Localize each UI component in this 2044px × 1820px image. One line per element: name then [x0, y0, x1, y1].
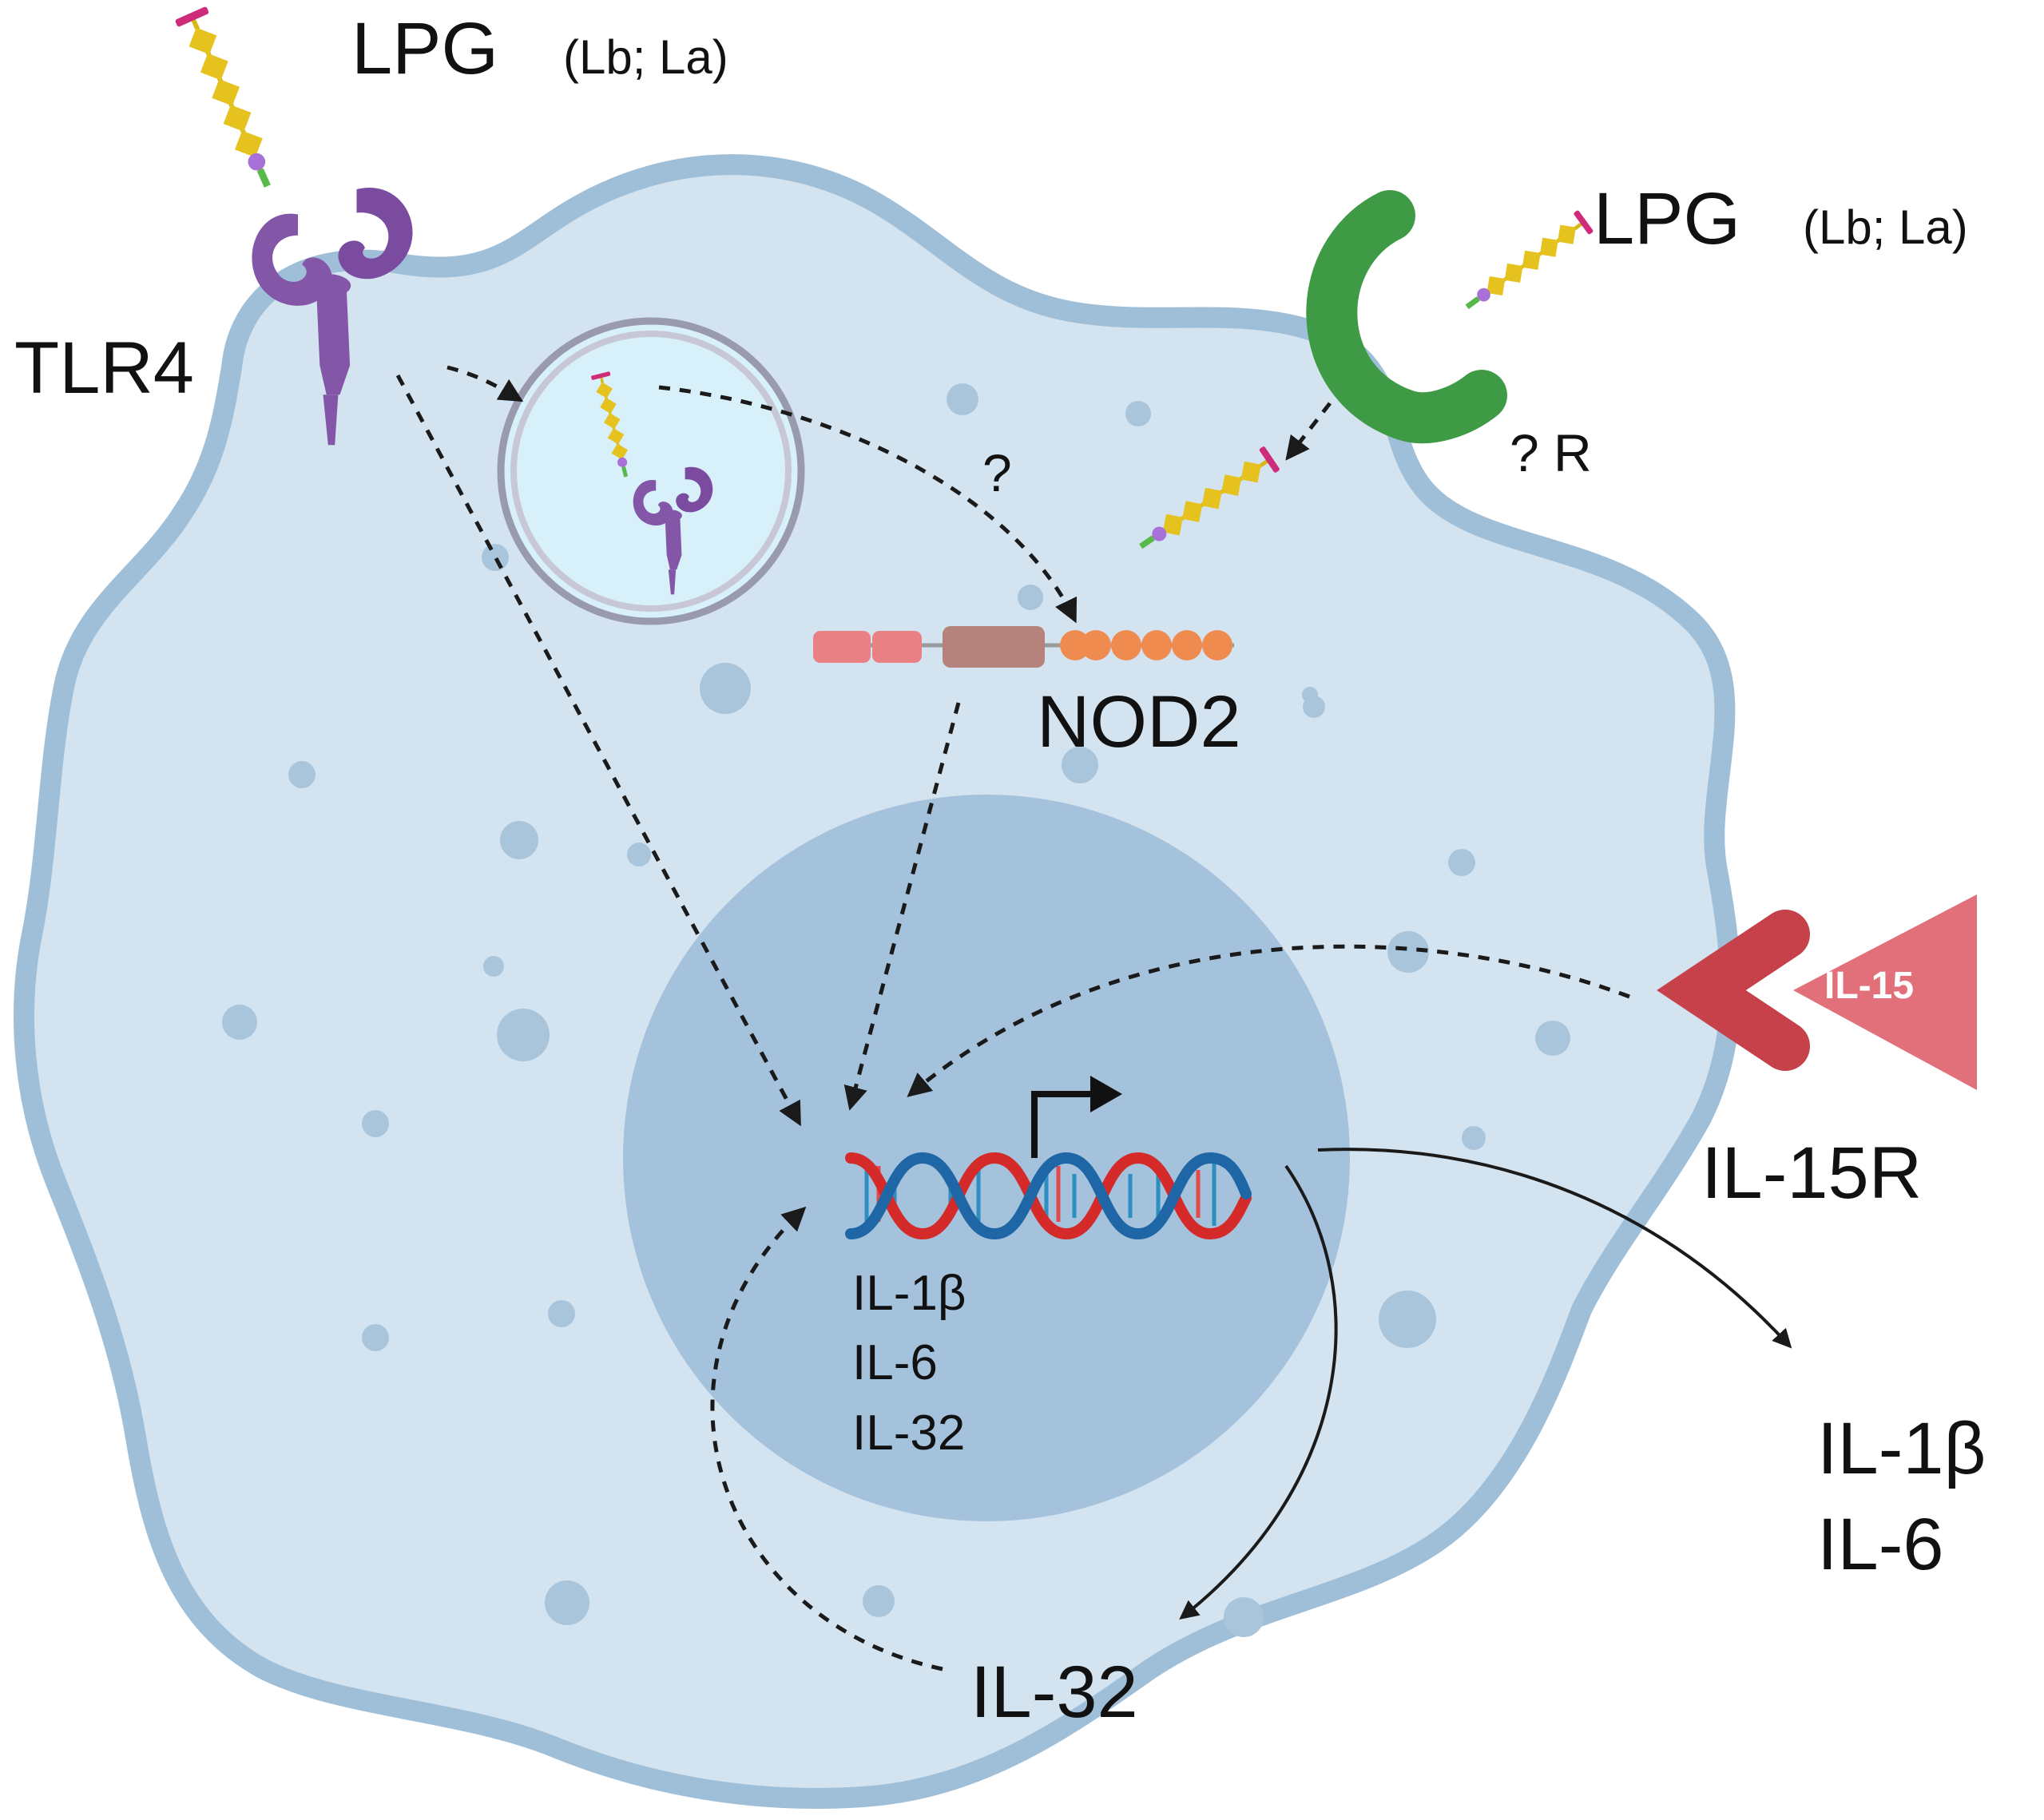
- nod2-label: NOD2: [1037, 681, 1241, 763]
- nucleus-gene-3: IL-32: [852, 1406, 965, 1461]
- nucleus-gene-2: IL-6: [852, 1335, 938, 1390]
- tlr4-label: TLR4: [14, 327, 194, 409]
- secreted-cytokine-2: IL-6: [1817, 1504, 1944, 1585]
- unknown-path-label: ?: [982, 443, 1012, 502]
- unknown-receptor-label: ? R: [1510, 423, 1592, 482]
- dna-icon: [845, 1152, 1252, 1240]
- lpg-molecule-icon: [1459, 210, 1594, 318]
- il32-product-label: IL-32: [970, 1651, 1138, 1733]
- nucleus-gene-1: IL-1β: [852, 1266, 966, 1321]
- il15-label: IL-15: [1824, 965, 1914, 1007]
- lpg-molecule-icon: [175, 6, 284, 193]
- endosome-icon: [497, 317, 805, 625]
- transcription-arrow-icon: [1031, 1076, 1122, 1158]
- signal-arrows: [395, 365, 1792, 1671]
- il15-receptor-icon: [1657, 910, 1810, 1071]
- lpg-strains-top-right: (Lb; La): [1803, 200, 1968, 254]
- lpg-label-top-left: LPG: [351, 8, 498, 89]
- unknown-receptor-icon: [1306, 190, 1507, 444]
- cytoplasm-vesicles: [222, 383, 1570, 1637]
- lpg-label-top-right: LPG: [1594, 178, 1740, 260]
- lpg-strains-top-left: (Lb; La): [563, 30, 728, 84]
- secreted-cytokine-1: IL-1β: [1817, 1408, 1986, 1489]
- il15-ligand-icon: [1793, 894, 1977, 1090]
- il15r-label: IL-15R: [1701, 1132, 1922, 1214]
- nod2-protein-icon: [813, 626, 1234, 668]
